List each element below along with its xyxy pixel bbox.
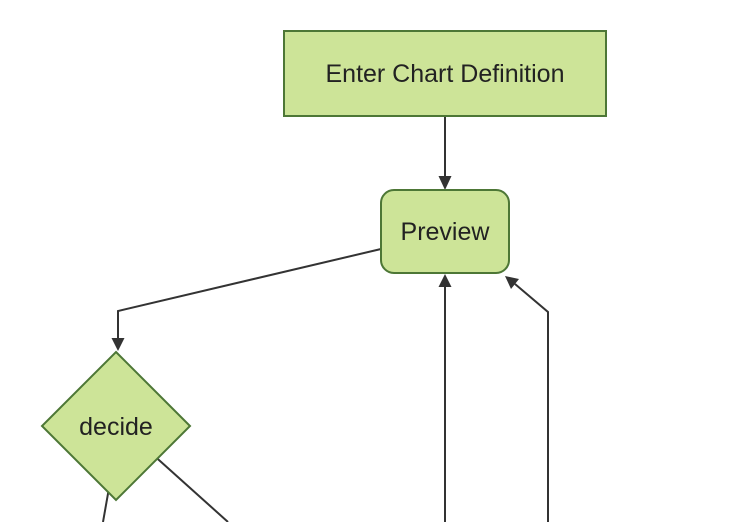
node-preview-shape: [380, 189, 510, 274]
node-preview-label: Preview: [401, 218, 491, 246]
edge-preview-to-decide: [117, 248, 382, 338]
arrowhead-into-decide-top: [111, 338, 125, 351]
node-decide: decide: [40, 350, 192, 502]
node-decide-label: decide: [79, 413, 153, 441]
arrowhead-into-preview-bottom: [438, 274, 452, 287]
node-decide-shape: [40, 350, 192, 502]
edge-offscreen-to-preview-corner: [514, 283, 549, 522]
node-enter-chart-definition: Enter Chart Definition: [283, 30, 607, 117]
arrowhead-into-preview-corner: [505, 276, 519, 289]
edge-decide-to-offscreen-left: [102, 487, 110, 522]
node-enter-chart-definition-shape: [283, 30, 607, 117]
node-enter-chart-definition-label: Enter Chart Definition: [325, 60, 564, 88]
edge-decide-to-offscreen-right: [149, 451, 229, 522]
node-preview: Preview: [380, 189, 510, 274]
arrowhead-into-preview-top: [438, 176, 452, 190]
